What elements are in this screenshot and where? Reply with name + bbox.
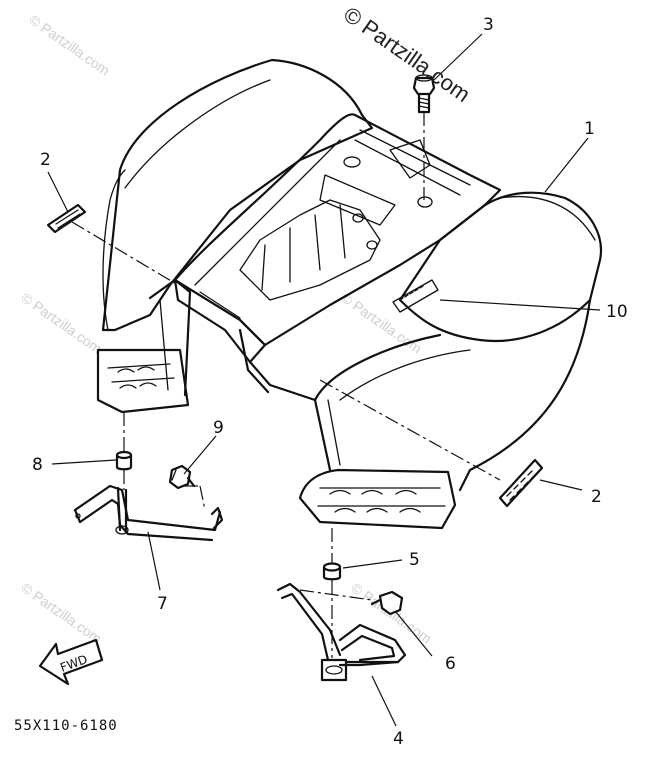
- fender-decal: [392, 279, 439, 313]
- watermark-mid-left: © Partzilla.com: [18, 289, 104, 356]
- bracket-7: [73, 484, 224, 542]
- fwd-arrow: FWD: [38, 638, 104, 686]
- callout-1: 1: [584, 119, 595, 139]
- callout-3: 3: [483, 15, 494, 35]
- callout-numbers: 1 2 3 10 2 8 9 7 5 6 4: [32, 15, 628, 749]
- bolt-3: [412, 74, 436, 114]
- callout-10: 10: [606, 302, 628, 322]
- faint-watermarks: © Partzilla.com © Partzilla.com © Partzi…: [18, 11, 434, 646]
- callout-8: 8: [32, 455, 43, 475]
- watermark-bottom-left: © Partzilla.com: [18, 579, 104, 646]
- callout-2-left: 2: [40, 150, 51, 170]
- warning-label-right: [498, 458, 544, 508]
- bracket-4: [276, 582, 407, 682]
- callout-2-right: 2: [591, 487, 602, 507]
- watermark-main: © Partzilla.com: [339, 2, 475, 108]
- watermark-top-left: © Partzilla.com: [26, 11, 112, 78]
- collar-8: [115, 450, 133, 471]
- callout-4: 4: [393, 729, 404, 749]
- rear-fender: [96, 58, 603, 530]
- leader-lines: [47, 33, 601, 727]
- assembly-lines: [71, 112, 501, 658]
- bolt-9: [168, 464, 196, 490]
- bolt-6: [370, 590, 404, 616]
- collar-5: [322, 562, 342, 581]
- watermark-mid-right: © Partzilla.com: [338, 289, 424, 356]
- callout-5: 5: [409, 550, 420, 570]
- callout-7: 7: [157, 594, 168, 614]
- callout-9: 9: [213, 418, 224, 438]
- diagram-part-code: 55X110-6180: [14, 718, 118, 734]
- callout-6: 6: [445, 654, 456, 674]
